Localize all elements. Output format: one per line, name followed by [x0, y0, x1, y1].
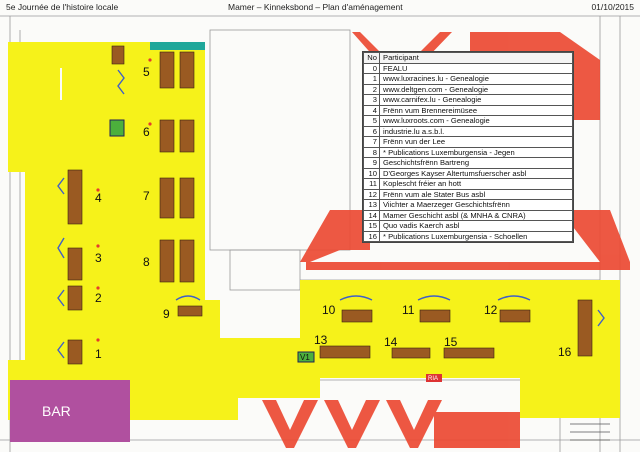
header-date: 01/10/2015: [591, 2, 634, 12]
stand-number-11: 11: [402, 303, 415, 317]
legend-row-participant: Mamer Geschicht asbl (& MNHA & CNRA): [379, 209, 573, 221]
chair-marks: [57, 69, 605, 359]
power-outlet-dots: [96, 58, 152, 342]
stand-number-15: 15: [444, 335, 458, 349]
legend-row-number: 0: [363, 62, 380, 74]
bar-area: [10, 380, 130, 442]
legend-row-participant: www.carnifex.lu - Genealogie: [379, 94, 573, 106]
legend-row-participant: FEALU: [379, 62, 573, 74]
legend-row-number: 10: [363, 167, 380, 179]
stand-number-8: 8: [143, 255, 150, 269]
legend-row-number: 7: [363, 136, 380, 148]
stand-number-14: 14: [384, 335, 398, 349]
stand-number-3: 3: [95, 251, 102, 265]
stand-number-2: 2: [95, 291, 102, 305]
legend-row-participant: * Publications Luxemburgensia - Jegen: [379, 146, 573, 158]
legend-row-participant: Quo vadis Kaerch asbl: [379, 220, 573, 232]
legend-row-number: 8: [363, 146, 380, 158]
legend-row-number: 6: [363, 125, 380, 137]
legend-row-participant: Koplescht fréier an hott: [379, 178, 573, 190]
v1-label: V1: [300, 353, 310, 362]
legend-row-number: 2: [363, 83, 380, 95]
exhibitor-tables: [67, 45, 593, 365]
stand-number-4: 4: [95, 191, 102, 205]
legend-row-participant: Frënn vum ale Stater Bus asbl: [379, 188, 573, 200]
legend-row-participant: Viichter a Maerzeger Geschichtsfrënn: [379, 199, 573, 211]
legend-row-number: 1: [363, 73, 380, 85]
legend-col-no: No: [363, 52, 380, 64]
legend-row-participant: Geschichtsfrënn Bartreng: [379, 157, 573, 169]
legend-row-participant: Frënn vum Brennereimüsee: [379, 104, 573, 116]
stand-number-5: 5: [143, 65, 150, 79]
legend-row-number: 4: [363, 104, 380, 116]
legend-row-number: 3: [363, 94, 380, 106]
stand-number-9: 9: [163, 307, 170, 321]
stand-number-10: 10: [322, 303, 336, 317]
legend-row: 8* Publications Luxemburgensia - Jegen: [363, 146, 573, 158]
header-event-title: 5e Journée de l'histoire locale: [6, 2, 119, 12]
legend-header-row: No Participant: [363, 52, 573, 64]
stand-number-7: 7: [143, 189, 150, 203]
green-marker: [109, 119, 125, 137]
stand-number-13: 13: [314, 333, 328, 347]
legend-row-participant: industrie.lu a.s.b.l.: [379, 125, 573, 137]
legend-row-number: 14: [363, 209, 380, 221]
legend-col-participant: Participant: [379, 52, 573, 64]
teal-panel: [150, 42, 205, 50]
legend-row-participant: Frënn vun der Lee: [379, 136, 573, 148]
stand-number-labels: 1 2 3 4 5 6 7 8 9 10 11 12 13 14 15 16: [95, 65, 572, 361]
stand-number-6: 6: [143, 125, 150, 139]
legend-row-participant: www.luxroots.com - Genealogie: [379, 115, 573, 127]
stand-number-16: 16: [558, 345, 572, 359]
legend-row-number: 16: [363, 230, 380, 242]
ria-tag: [426, 374, 442, 382]
legend-row-participant: www.luxracines.lu - Genealogie: [379, 73, 573, 85]
ria-label: RIA: [428, 376, 438, 382]
stand-number-12: 12: [484, 303, 498, 317]
stand-number-1: 1: [95, 347, 102, 361]
legend-row-participant: D'Georges Kayser Altertumsfuerscher asbl: [379, 167, 573, 179]
legend-row-number: 12: [363, 188, 380, 200]
legend-row: 16* Publications Luxemburgensia - Schoel…: [363, 230, 573, 242]
legend-row-participant: www.deltgen.com - Genealogie: [379, 83, 573, 95]
header-plan-title: Mamer – Kinneksbond – Plan d'aménagement: [228, 2, 403, 12]
bar-label: BAR: [42, 403, 71, 419]
v1-tag: [297, 351, 315, 363]
legend-row-number: 15: [363, 220, 380, 232]
exhibition-floor: [8, 42, 620, 420]
legend-row-number: 9: [363, 157, 380, 169]
legend-row-number: 11: [363, 178, 380, 190]
legend-row-participant: * Publications Luxemburgensia - Schoelle…: [379, 230, 573, 242]
legend-row-number: 13: [363, 199, 380, 211]
legend-row-number: 5: [363, 115, 380, 127]
